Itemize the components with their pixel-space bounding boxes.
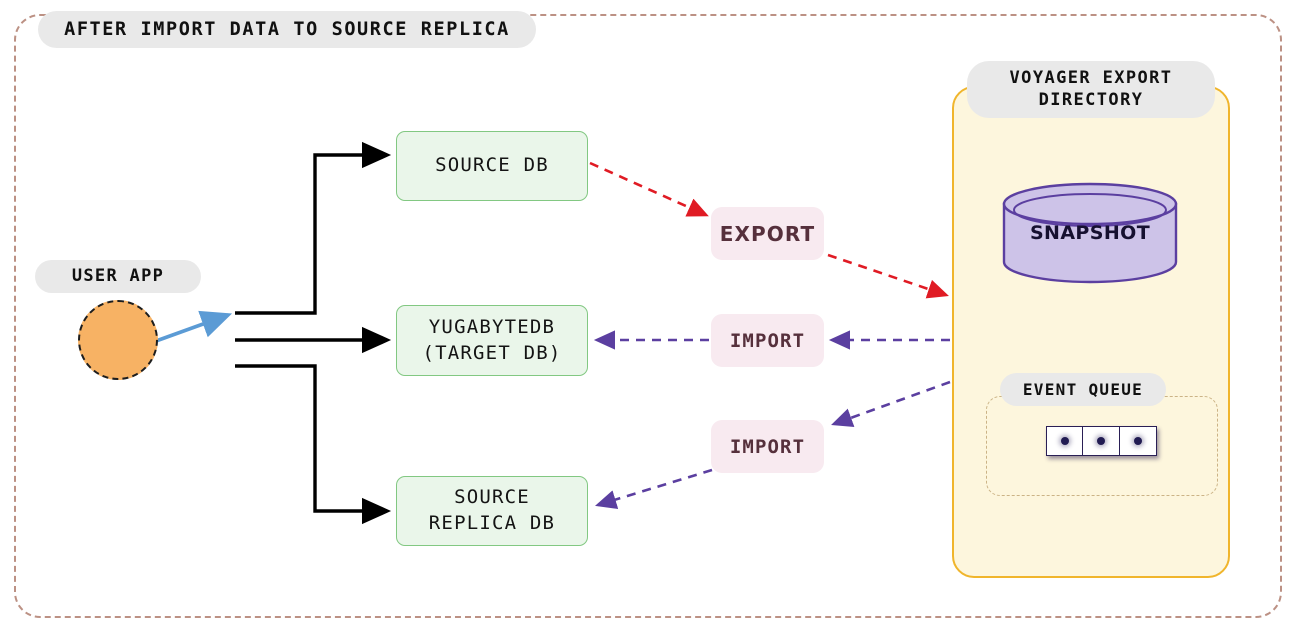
operation-export[interactable]: EXPORT	[711, 207, 824, 260]
node-source-replica-db[interactable]: SOURCE REPLICA DB	[396, 476, 588, 546]
event-queue-label: EVENT QUEUE	[1000, 373, 1166, 406]
voyager-export-directory-label: VOYAGER EXPORT DIRECTORY	[967, 61, 1215, 118]
node-yugabytedb-target[interactable]: YUGABYTEDB (TARGET DB)	[396, 305, 588, 376]
user-app-node[interactable]	[78, 300, 158, 380]
node-source-db[interactable]: SOURCE DB	[396, 131, 588, 201]
event-dot-icon	[1097, 437, 1106, 445]
user-app-label: USER APP	[35, 260, 201, 293]
event-queue-cells	[1046, 426, 1157, 456]
event-queue-cell	[1118, 426, 1157, 456]
event-dot-icon	[1061, 437, 1069, 445]
event-dot-icon	[1133, 437, 1142, 445]
event-queue-cell	[1046, 426, 1084, 456]
snapshot-label: SNAPSHOT	[1029, 222, 1151, 244]
event-queue-cell	[1082, 426, 1121, 456]
scenario-frame	[14, 14, 1282, 618]
operation-import-target[interactable]: IMPORT	[711, 314, 824, 367]
snapshot-cylinder-icon	[1002, 182, 1178, 284]
operation-import-source-replica[interactable]: IMPORT	[711, 420, 824, 473]
scenario-title: AFTER IMPORT DATA TO SOURCE REPLICA	[38, 11, 536, 48]
voyager-export-directory	[952, 86, 1230, 578]
